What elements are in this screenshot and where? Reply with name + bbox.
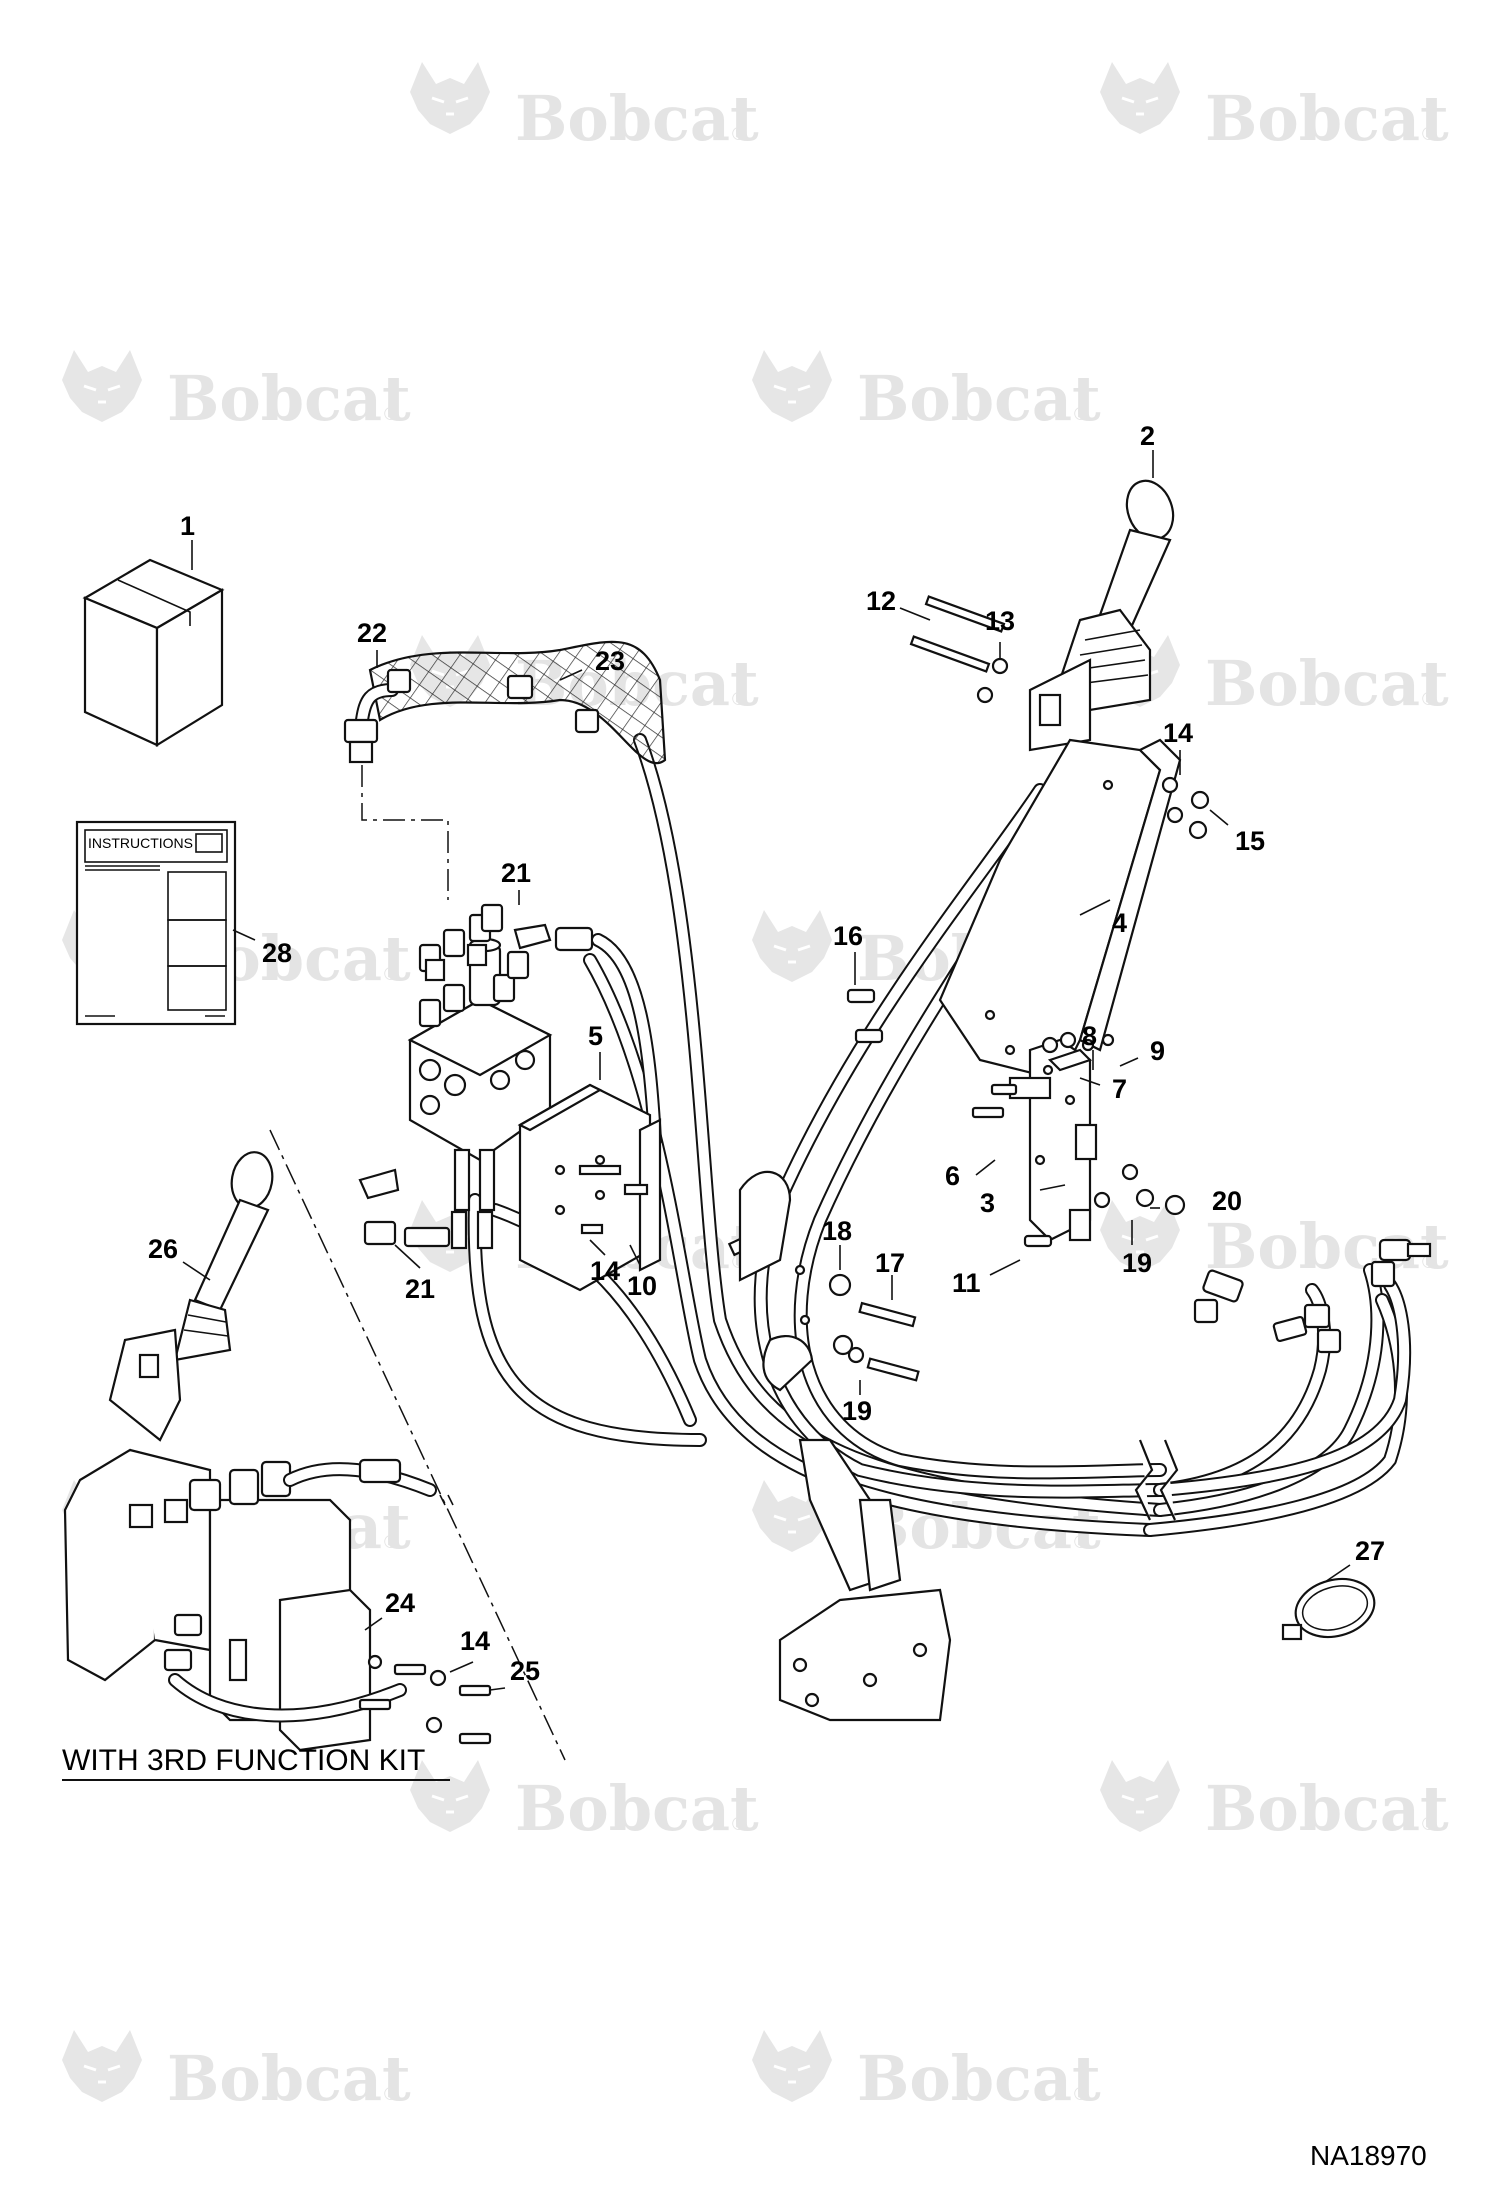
hose-end-fittings (1193, 1238, 1432, 1354)
bobcat-watermark: Bobcat® (402, 1758, 759, 1845)
callout-11: 11 (952, 1268, 981, 1298)
callout-19: 19 (842, 1396, 872, 1426)
svg-text:Bobcat: Bobcat (167, 2042, 411, 2115)
svg-text:Bobcat: Bobcat (167, 362, 411, 435)
callout-12: 12 (866, 586, 896, 616)
watermark-layer: Bobcat® Bobcat® Bobcat® Bobcat® Bobcat® … (54, 60, 1449, 2115)
callout-24: 24 (385, 1588, 415, 1618)
callout-3: 3 (980, 1188, 995, 1218)
callout-14: 14 (460, 1626, 490, 1656)
hose-sleeve (355, 640, 667, 765)
instructions-sheet: INSTRUCTIONS (75, 820, 237, 1026)
callout-10: 10 (627, 1271, 657, 1301)
callout-25: 25 (510, 1656, 540, 1686)
bobcat-watermark: Bobcat® (54, 348, 411, 435)
svg-text:®: ® (732, 689, 745, 709)
bolts-17-18-19 (794, 1264, 920, 1382)
svg-text:®: ® (1422, 1814, 1435, 1834)
drawing-number: NA18970 (1310, 2140, 1427, 2171)
kit-caption: WITH 3RD FUNCTION KIT (62, 1744, 425, 1777)
callout-8: 8 (1082, 1021, 1097, 1051)
callout-numbers: 1 2 3 4 5 6 7 8 9 10 11 12 13 14 14 14 1… (148, 421, 1385, 1686)
svg-text:Bobcat: Bobcat (1205, 82, 1449, 155)
svg-text:®: ® (384, 404, 397, 424)
svg-text:Bobcat: Bobcat (515, 1772, 759, 1845)
bolts-16 (846, 988, 884, 1044)
console-panel (938, 738, 1182, 1082)
hardware-6-9 (971, 1031, 1186, 1248)
svg-text:®: ® (384, 2084, 397, 2104)
callout-14: 14 (1163, 718, 1193, 748)
callout-15: 15 (1235, 826, 1265, 856)
svg-text:®: ® (1074, 1532, 1087, 1552)
kit-box (82, 558, 225, 747)
bobcat-watermark: Bobcat® (402, 60, 759, 155)
control-valve (407, 937, 553, 1212)
callout-1: 1 (180, 511, 195, 541)
svg-text:Bobcat: Bobcat (857, 2042, 1101, 2115)
leader-lines (182, 450, 1351, 1691)
callout-6: 6 (945, 1161, 960, 1191)
washers-14-15 (1161, 776, 1210, 840)
bobcat-watermark: Bobcat® (744, 348, 1101, 435)
joystick-handle (1028, 479, 1175, 752)
callout-7: 7 (1112, 1074, 1127, 1104)
callout-26: 26 (148, 1234, 178, 1264)
svg-text:®: ® (1074, 404, 1087, 424)
callout-5: 5 (588, 1021, 603, 1051)
bobcat-watermark: Bobcat® (1092, 633, 1449, 720)
instructions-title: INSTRUCTIONS (88, 835, 193, 851)
callout-21: 21 (405, 1274, 435, 1304)
svg-text:®: ® (384, 964, 397, 984)
valve-fittings (358, 903, 662, 1250)
alternate-joystick (108, 1151, 274, 1442)
svg-text:®: ® (1422, 124, 1435, 144)
hydraulic-hoses (467, 733, 1412, 1537)
svg-text:®: ® (732, 1814, 745, 1834)
svg-text:®: ® (732, 124, 745, 144)
bobcat-watermark: Bobcat® (1092, 1758, 1449, 1845)
callout-20: 20 (1212, 1186, 1242, 1216)
callout-4: 4 (1112, 908, 1127, 938)
callout-16: 16 (833, 921, 863, 951)
callout-2: 2 (1140, 421, 1155, 451)
callout-14: 14 (590, 1256, 620, 1286)
bolts-12 (909, 595, 1009, 704)
svg-text:Bobcat: Bobcat (1205, 1772, 1449, 1845)
svg-text:Bobcat: Bobcat (1205, 647, 1449, 720)
callout-22: 22 (357, 618, 387, 648)
pedal-mount-assembly (738, 1170, 952, 1722)
swivel-fitting (343, 668, 412, 764)
callout-9: 9 (1150, 1036, 1165, 1066)
cable-tie (1281, 1577, 1376, 1641)
callout-19: 19 (1122, 1248, 1152, 1278)
svg-text:®: ® (384, 1532, 397, 1552)
bobcat-watermark: Bobcat® (1092, 60, 1449, 155)
callout-13: 13 (985, 606, 1015, 636)
svg-text:Bobcat: Bobcat (857, 362, 1101, 435)
svg-text:®: ® (1074, 2084, 1087, 2104)
svg-text:®: ® (1422, 689, 1435, 709)
bobcat-watermark: Bobcat® (744, 2028, 1101, 2115)
callout-27: 27 (1355, 1536, 1385, 1566)
bobcat-watermark: Bobcat® (54, 2028, 411, 2115)
callout-18: 18 (822, 1216, 852, 1246)
callout-17: 17 (875, 1248, 905, 1278)
assembly-line (361, 765, 449, 900)
callout-21: 21 (501, 858, 531, 888)
mounting-plate (1008, 1038, 1098, 1242)
svg-text:Bobcat: Bobcat (515, 82, 759, 155)
third-function-kit-inset (63, 1129, 566, 1761)
callout-23: 23 (595, 646, 625, 676)
callout-28: 28 (262, 938, 292, 968)
